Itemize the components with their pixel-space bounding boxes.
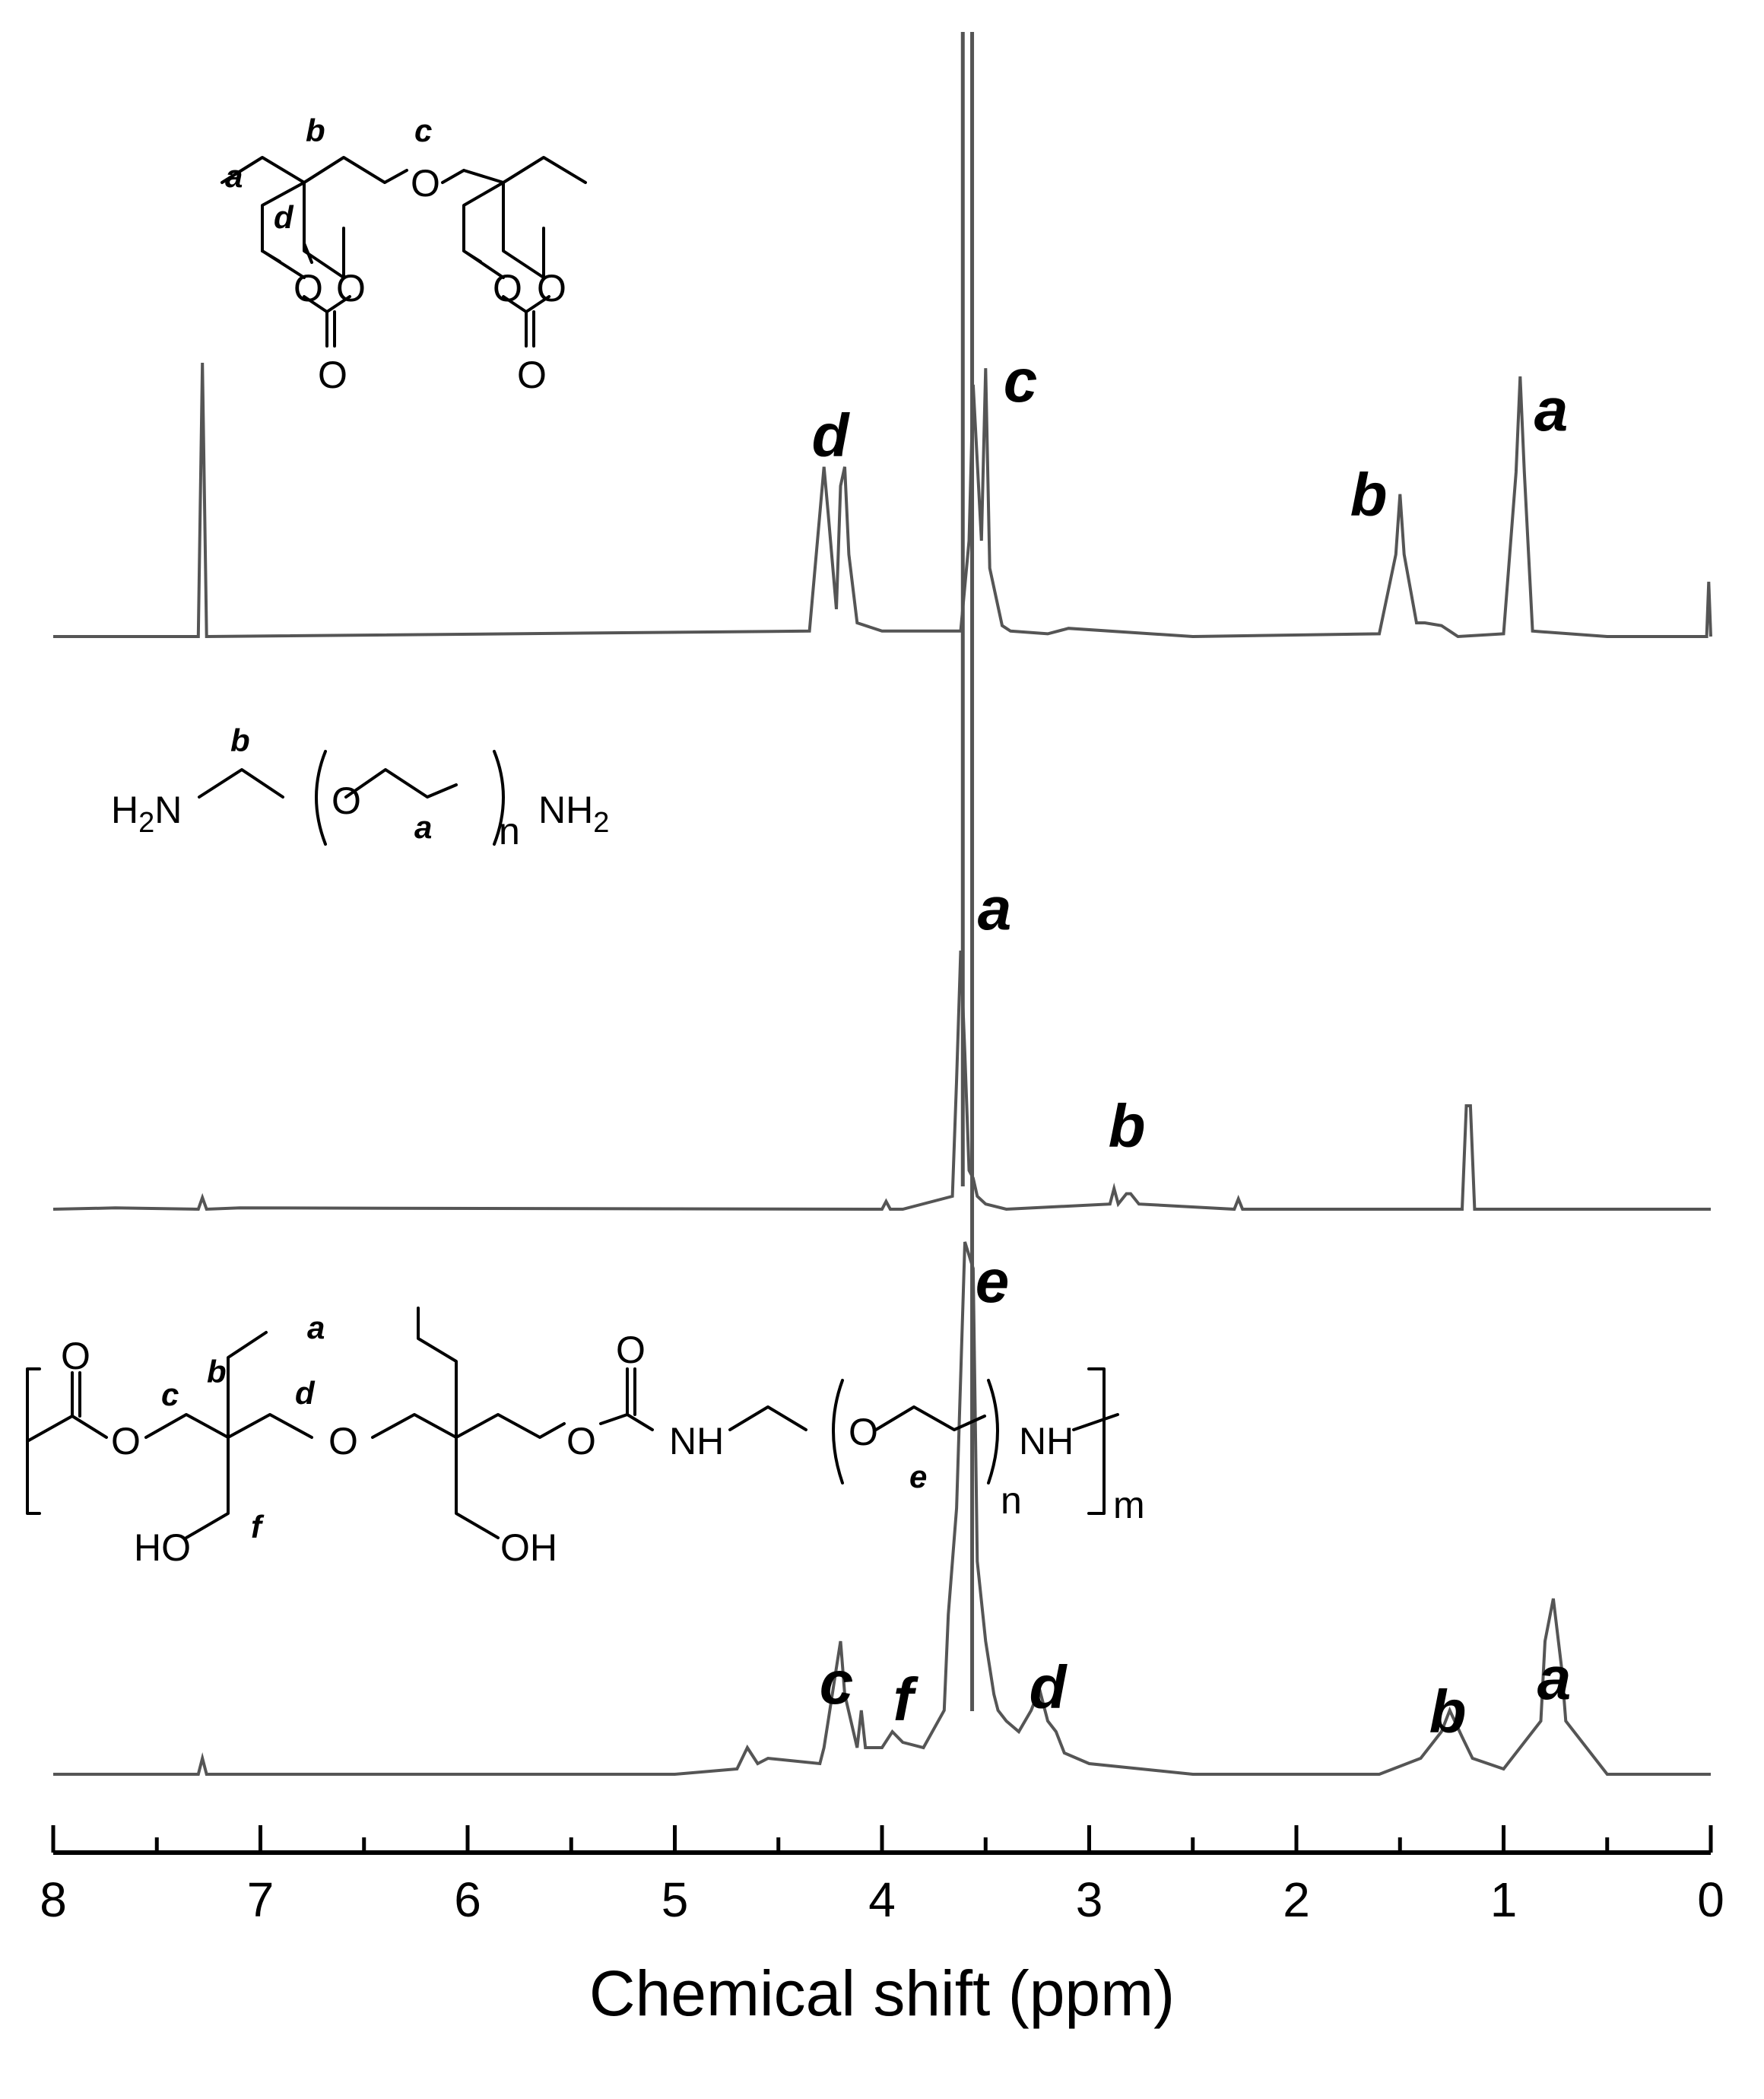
- polymer-tag-b: b: [207, 1354, 227, 1389]
- x-tick-label: 1: [1490, 1872, 1518, 1927]
- peak-labels: d c b a a b e c f d b a: [812, 347, 1572, 1745]
- x-ticks: [51, 1825, 1713, 1853]
- polymer-tag-e: e: [909, 1459, 927, 1494]
- peak-label-b: b: [1109, 1092, 1146, 1160]
- monomer-right-carbonate: [502, 295, 550, 348]
- peak-label-a: a: [1534, 376, 1569, 443]
- polymer-bonds: [26, 1307, 1119, 1539]
- polymer-repeat-m: m: [1113, 1484, 1145, 1526]
- peak-label-b: b: [1429, 1678, 1467, 1745]
- peak-label-a: a: [1537, 1644, 1572, 1712]
- monomer-ring-oxygen: O: [493, 267, 522, 310]
- peak-label-b: b: [1350, 461, 1388, 529]
- polymer-ester-oxygen: O: [111, 1420, 141, 1462]
- polymer-carbonyl-oxygen: O: [616, 1329, 646, 1371]
- polymer-tag-f: f: [251, 1509, 265, 1545]
- monomer-carbonyl-oxygen: O: [318, 354, 347, 396]
- monomer-tag-d: d: [274, 199, 294, 235]
- x-tick-label: 6: [454, 1872, 481, 1927]
- polymer-tag-c: c: [161, 1377, 179, 1412]
- polymer-bracket-right: [1087, 1367, 1106, 1515]
- polymer-peg-bracket-left: [832, 1379, 844, 1485]
- monomer-tag-b: b: [306, 113, 325, 148]
- x-tick-label: 8: [40, 1872, 67, 1927]
- x-tick-label: 5: [662, 1872, 689, 1927]
- peak-label-c: c: [1004, 347, 1038, 414]
- x-tick-label: 4: [868, 1872, 896, 1927]
- polymer-tag-a: a: [307, 1310, 325, 1345]
- monomer-ring-oxygen: O: [336, 267, 366, 310]
- peg-bracket-left: [315, 750, 327, 846]
- peg-nh2: NH2: [538, 789, 609, 839]
- polymer-repeat-n: n: [1001, 1479, 1022, 1522]
- spectrum-line-2: [52, 950, 1711, 1211]
- polymer-ether-oxygen: O: [328, 1420, 358, 1462]
- peg-bracket-right: [493, 750, 505, 846]
- peg-tag-a: a: [414, 809, 432, 845]
- spectrum-line-3: [53, 1241, 1711, 1776]
- x-tick-label: 0: [1697, 1872, 1724, 1927]
- polymer-oh: OH: [500, 1526, 557, 1569]
- polymer-ho: HO: [134, 1526, 191, 1569]
- polymer-structure: O O O O O NH O n NH m HO OH a b c d e f: [26, 1307, 1145, 1569]
- peg-h2n: H2N: [111, 789, 182, 839]
- polymer-nh: NH: [669, 1420, 724, 1462]
- x-tick-label: 2: [1283, 1872, 1310, 1927]
- peg-repeat-n: n: [499, 810, 520, 853]
- peak-label-e: e: [976, 1247, 1010, 1315]
- monomer-tag-c: c: [414, 113, 432, 148]
- monomer-oxygen-bridge: O: [411, 162, 440, 205]
- x-axis: 8 7 6 5 4 3 2 1 0 Chemical shift (ppm): [40, 1825, 1724, 2029]
- monomer-left-carbonate: [261, 249, 351, 348]
- peg-tag-b: b: [230, 722, 250, 758]
- x-tick-label: 7: [247, 1872, 274, 1927]
- spectrum-line-1: [53, 362, 1712, 639]
- peak-label-d: d: [1030, 1653, 1068, 1721]
- peak-label-d: d: [812, 402, 851, 469]
- monomer-bonds: [220, 156, 587, 279]
- spectra-layer: [52, 32, 1712, 1776]
- monomer-carbonyl-oxygen: O: [517, 354, 547, 396]
- polymer-carbonyl-oxygen: O: [61, 1335, 90, 1377]
- monomer-ring-oxygen: O: [293, 267, 323, 310]
- peg-diamine-structure: H2N O n NH2 a b: [111, 722, 609, 853]
- monomer-tag-a: a: [225, 158, 243, 194]
- polymer-peg-bracket-right: [987, 1379, 999, 1485]
- monomer-left-ring: [303, 181, 345, 279]
- polymer-tag-d: d: [295, 1375, 316, 1411]
- monomer-ring-oxygen: O: [537, 267, 566, 310]
- peg-oxygen: O: [332, 780, 361, 822]
- peak-label-a: a: [978, 875, 1012, 942]
- polymer-peg-oxygen: O: [849, 1411, 878, 1453]
- peak-label-c: c: [820, 1649, 854, 1716]
- x-tick-label: 3: [1076, 1872, 1103, 1927]
- polymer-carbamate-oxygen: O: [566, 1420, 596, 1462]
- x-axis-label: Chemical shift (ppm): [589, 1958, 1175, 2029]
- polymer-nh-end: NH: [1019, 1420, 1074, 1462]
- peg-bonds: [198, 768, 458, 799]
- monomer-structure: O O O O O O O a b c d: [220, 113, 587, 396]
